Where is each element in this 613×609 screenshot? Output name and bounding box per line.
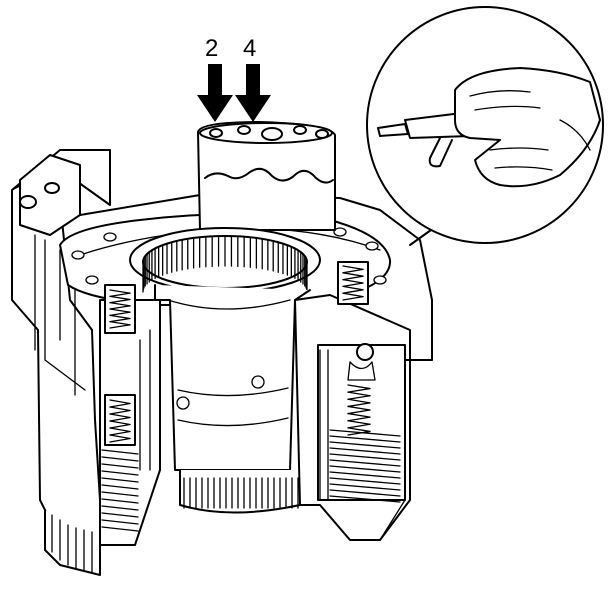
callout-arrow-2: 2 (197, 35, 233, 122)
arrow-down-icon (197, 64, 233, 122)
callout-label-4: 4 (243, 35, 256, 62)
left-cutaway-clutch-pack (99, 284, 161, 546)
callout-label-2: 2 (205, 35, 218, 62)
ring-gear-drum (129, 227, 321, 514)
air-nozzle-inset (366, 6, 604, 246)
valve-body-boss (197, 121, 336, 231)
right-cutaway-clutch-pack (294, 261, 433, 541)
arrow-down-icon (235, 64, 271, 122)
callout-arrow-4: 4 (235, 35, 271, 122)
